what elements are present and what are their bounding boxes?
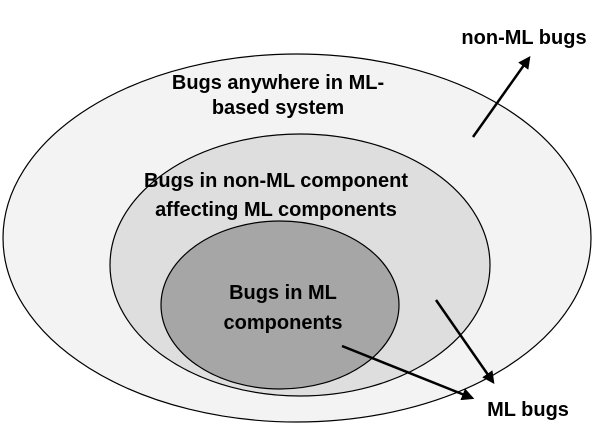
inner-label-line2: components	[224, 312, 343, 334]
callout-ml-bugs: ML bugs	[487, 399, 569, 421]
arrow-to-non-ml-bugs	[471, 55, 531, 138]
arrow-middle-to-ml-bugs	[434, 299, 495, 385]
middle-label-line2: affecting ML components	[155, 199, 397, 221]
arrow-inner-to-ml-bugs	[341, 344, 475, 401]
inner-label-line1: Bugs in ML	[229, 282, 337, 304]
inner-ellipse-ml-components	[160, 220, 400, 390]
outer-label-line2: based system	[212, 97, 344, 119]
outer-label-line1: Bugs anywhere in ML-	[172, 72, 384, 94]
callout-non-ml-bugs: non-ML bugs	[461, 27, 586, 49]
middle-label-line1: Bugs in non-ML component	[144, 170, 408, 192]
